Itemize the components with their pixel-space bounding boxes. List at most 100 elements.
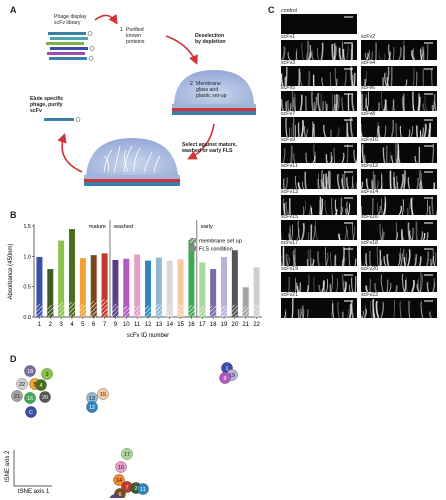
tsne-point-15 [97, 388, 109, 400]
tsne-point-18 [24, 365, 36, 377]
micrograph-fiber [311, 50, 314, 60]
micrograph-fiber [301, 311, 304, 318]
micrograph-fiber [330, 299, 333, 318]
micrograph-fiber [405, 277, 408, 292]
micrograph-label: scFv3 [281, 59, 296, 66]
micrograph-background [281, 246, 357, 267]
micrograph-label: scFv18 [361, 240, 379, 247]
micrograph-fiber [333, 45, 337, 60]
micrograph-fiber [283, 311, 286, 318]
step2-label-3: plastic set-up [196, 93, 227, 99]
micrograph-fiber [281, 46, 286, 60]
micrograph-fiber [380, 301, 384, 318]
step2-number: 2 [190, 81, 193, 87]
panel-letter-d: D [10, 354, 17, 364]
micrograph-fiber [294, 175, 298, 189]
bar-fls-13 [155, 257, 162, 317]
bar-fls-1 [36, 256, 43, 317]
y-tick-label: 1.5 [23, 224, 31, 230]
micrograph-background [361, 117, 437, 138]
x-tick-label: 20 [232, 322, 239, 328]
micrograph-fiber [399, 126, 402, 138]
bar-membrane-hatch-1 [36, 303, 43, 317]
micrograph-fiber [351, 277, 353, 292]
micrograph-fiber [293, 97, 296, 112]
micrograph-fiber [396, 181, 399, 189]
micrograph-label: scFv8 [361, 111, 376, 118]
tsne-point-label-10: 10 [118, 465, 124, 471]
micrograph-fiber [394, 285, 398, 292]
y-tick-label: 0.0 [23, 315, 31, 321]
micrograph-fiber [341, 247, 345, 267]
x-tick-label: 14 [166, 322, 173, 328]
bar-membrane-hatch-6 [90, 301, 97, 317]
micrograph-image [281, 272, 357, 292]
tsne-point-label-18: 18 [27, 369, 33, 375]
bar-fls-22 [253, 267, 260, 317]
y-axis-label: Absorbance (450nm) [8, 243, 14, 299]
micrograph-fiber [361, 310, 364, 318]
micrograph-fiber [345, 207, 348, 215]
micrograph-fiber [376, 180, 379, 189]
micrograph-fiber [376, 246, 379, 267]
tsne-point-label-16: 16 [27, 396, 33, 402]
micrograph-fiber [321, 101, 325, 112]
micrograph-fiber [421, 172, 423, 189]
micrograph-fiber [350, 66, 354, 86]
micrograph-fiber [401, 231, 405, 241]
micrograph-background [281, 117, 357, 138]
x-tick-label: 16 [188, 322, 195, 328]
micrograph-fiber [354, 258, 357, 267]
micrograph-background [361, 39, 437, 60]
micrograph-label: scFv21 [281, 291, 299, 298]
micrograph-label: scFv12 [361, 162, 379, 169]
micrograph-fiber [311, 121, 314, 138]
micrograph-label: scFv19 [281, 266, 299, 272]
step2-label-2: glass and [196, 87, 219, 93]
micrograph-fiber [346, 176, 349, 189]
micrograph-fiber [411, 279, 415, 292]
bar-membrane-hatch-20 [231, 304, 238, 317]
tsne-point-21 [11, 390, 23, 402]
micrograph-fiber [382, 227, 384, 241]
micrograph-fiber [363, 308, 367, 318]
tsne-point-label-2: 2 [134, 486, 137, 492]
bar-membrane-hatch-12 [145, 305, 151, 317]
micrograph-fiber [307, 70, 311, 86]
micrograph-fiber [352, 175, 354, 189]
micrograph-fiber [320, 42, 324, 60]
micrograph-fiber [326, 154, 329, 163]
micrograph-fiber [294, 94, 297, 112]
micrograph-label: control [281, 8, 297, 14]
membrane-setup-icon [172, 70, 256, 115]
micrograph-fiber [407, 176, 411, 189]
micrograph-fiber [376, 202, 380, 215]
bar-membrane-hatch-10 [123, 306, 130, 317]
micrograph-fiber [282, 148, 286, 163]
bar-membrane-hatch-17 [199, 305, 206, 317]
micrograph-fiber [321, 76, 324, 86]
elute-label-1: Elute specific [30, 96, 64, 102]
micrograph-fiber [293, 255, 295, 267]
micrograph-fiber [311, 91, 314, 112]
micrograph-fiber [396, 148, 400, 163]
micrograph-fiber [361, 124, 363, 138]
micrograph-fiber [331, 302, 335, 318]
micrograph-fiber [365, 70, 367, 86]
micrograph-background [281, 297, 357, 318]
panel-a-diagram [44, 14, 256, 186]
arrow-to-step1 [94, 14, 118, 25]
bar-fls-7 [101, 253, 108, 317]
micrograph-fiber [383, 197, 387, 215]
micrograph-fiber [380, 232, 383, 241]
micrograph-fiber [337, 301, 340, 318]
x-tick-label: 6 [92, 322, 96, 328]
step1-label-2: known [126, 33, 141, 39]
tsne-point-label-17: 17 [124, 452, 130, 458]
tsne-point-label-12: 12 [89, 405, 95, 411]
micrograph-fiber [428, 129, 430, 138]
micrograph-fiber [305, 128, 308, 138]
micrograph-fiber [325, 173, 328, 189]
tsne-point-9 [219, 372, 231, 384]
